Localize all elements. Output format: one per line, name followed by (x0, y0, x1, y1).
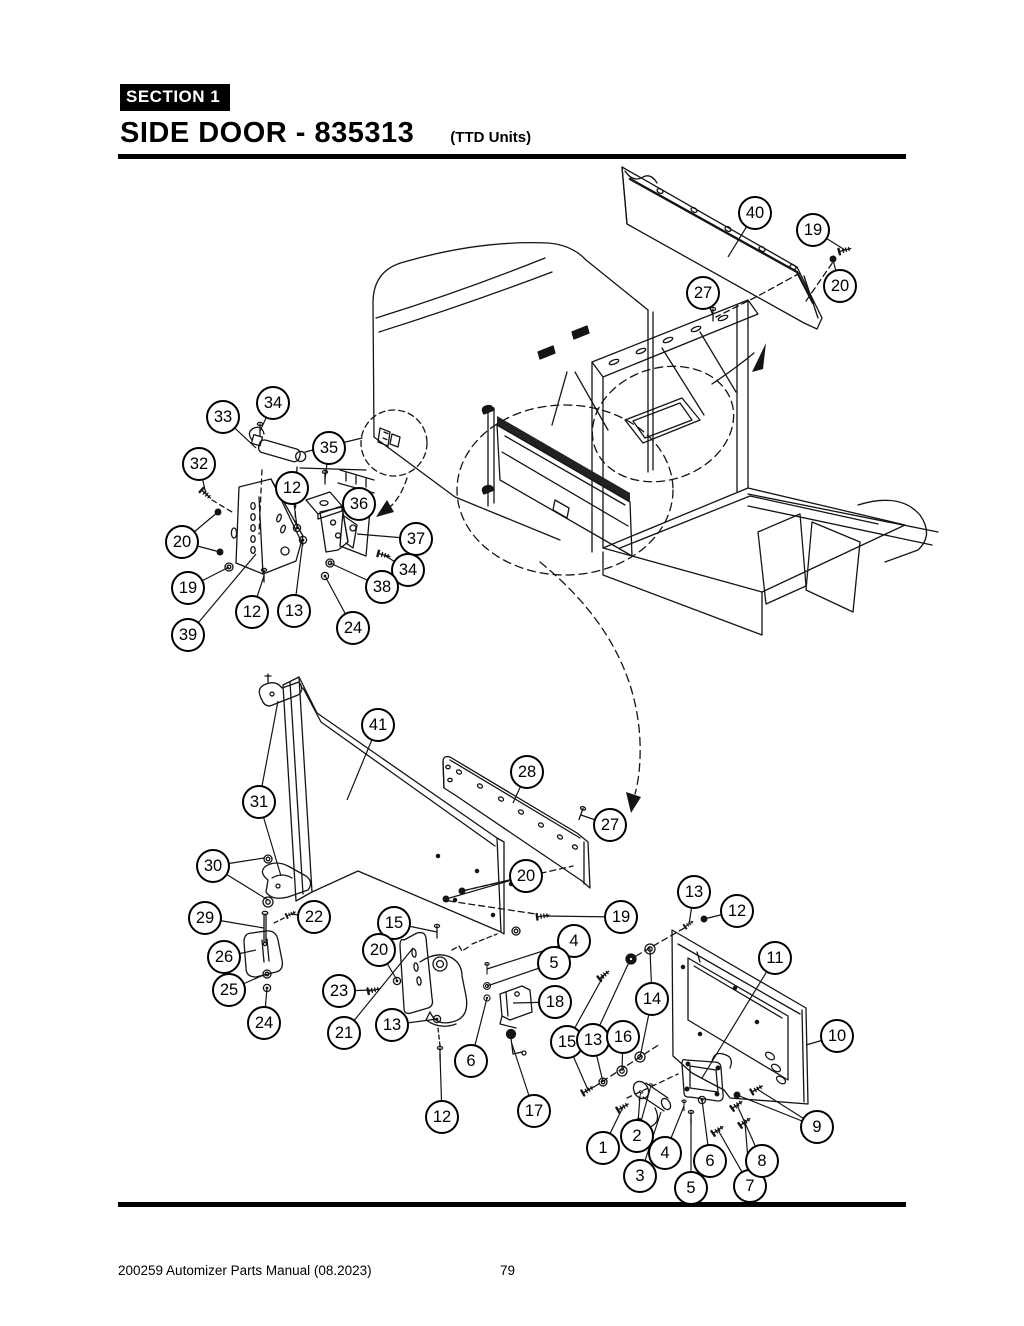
page-subtitle: (TTD Units) (450, 129, 532, 146)
page-header: SECTION 1 SIDE DOOR - 835313 (TTD Units) (120, 84, 531, 150)
truck-art (337, 242, 939, 813)
page-title: SIDE DOOR - 835313 (120, 117, 415, 149)
manual-reference: 200259 Automizer Parts Manual (08.2023) (118, 1263, 372, 1278)
hinge-parts-art (243, 854, 312, 993)
header-rule (118, 154, 906, 159)
right-door-art (615, 915, 809, 1137)
bumper-bracket-art (483, 961, 533, 1056)
footer-rule (118, 1202, 906, 1207)
grommet-row-art (580, 926, 687, 1097)
page-number: 79 (500, 1263, 516, 1278)
top-panel-40-art (621, 166, 853, 385)
side-door-art (258, 673, 591, 936)
section-badge: SECTION 1 (120, 84, 231, 111)
